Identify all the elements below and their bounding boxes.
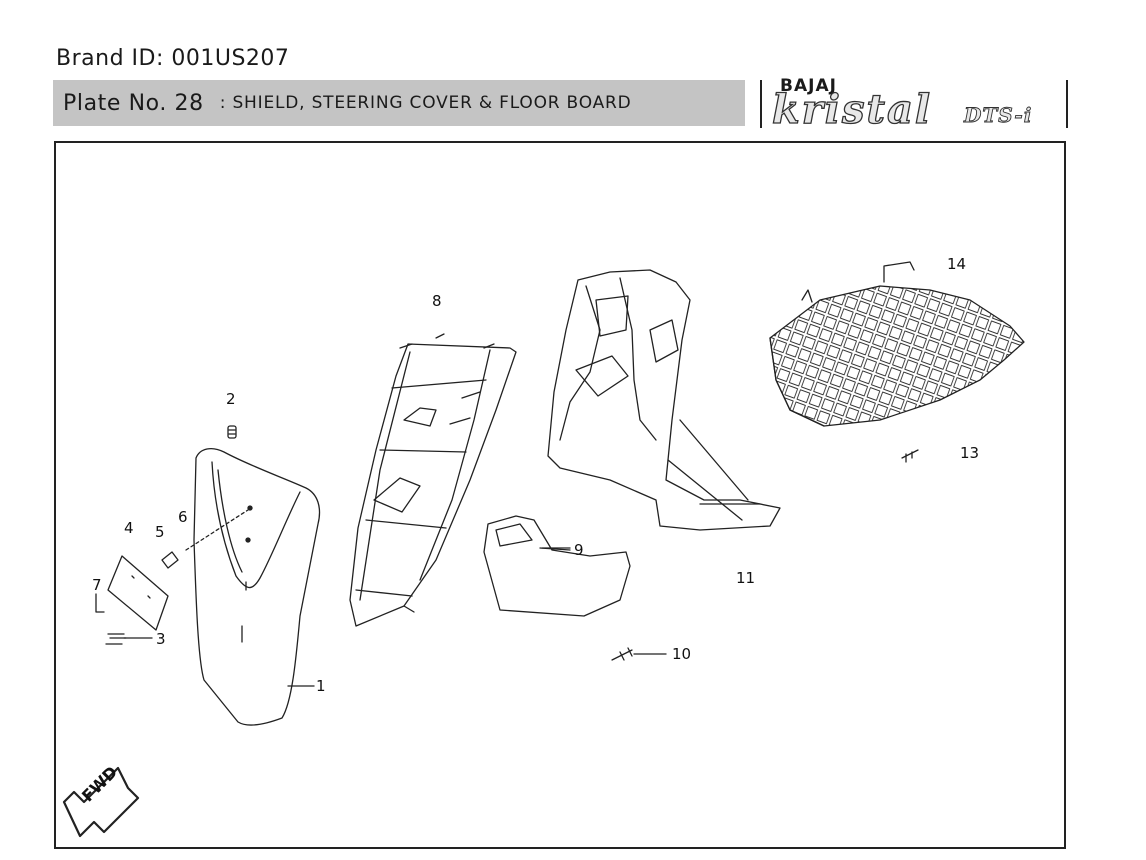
callout-2: 2	[226, 390, 236, 408]
logo-maker: BAJAJ	[780, 76, 837, 96]
logo-variant: DTS-i	[964, 103, 1033, 128]
forward-arrow-icon	[62, 766, 140, 838]
clip-part-5	[161, 551, 179, 569]
front-shield-part-1	[193, 447, 321, 726]
title-bar: Plate No. 28 : SHIELD, STEERING COVER & …	[53, 80, 745, 126]
callout-5: 5	[155, 523, 165, 541]
screw-part-3	[105, 633, 153, 645]
brand-logo: BAJAJ kristal DTS-i	[760, 76, 1068, 133]
floor-frame-part-11	[547, 269, 781, 531]
plate-title: : SHIELD, STEERING COVER & FLOOR BOARD	[219, 93, 632, 113]
bolt-part-13	[901, 449, 919, 463]
callout-6: 6	[178, 508, 188, 526]
diagram-frame	[54, 141, 1066, 849]
bolt-part-2	[227, 425, 237, 439]
callout-7: 7	[92, 576, 102, 594]
steering-cover-frame	[349, 333, 517, 627]
callout-13: 13	[960, 444, 980, 462]
callout-11: 11	[736, 569, 756, 587]
callout-8: 8	[432, 292, 442, 310]
callout-14: 14	[947, 255, 967, 273]
floor-board-part-14	[769, 261, 1025, 427]
callout-9: 9	[574, 541, 584, 559]
callout-4: 4	[124, 519, 134, 537]
number-plate-part-4	[107, 555, 169, 631]
brand-id: Brand ID: 001US207	[56, 46, 290, 71]
callout-1: 1	[316, 677, 326, 695]
bracket-part-7	[95, 593, 105, 613]
plate-number: Plate No. 28	[63, 90, 204, 116]
assembly-line-6	[185, 509, 249, 551]
lower-cover-part-9	[483, 515, 631, 617]
logo-model: kristal	[771, 86, 933, 133]
screw-part-10	[611, 647, 667, 661]
logo-divider-right	[1066, 80, 1068, 128]
logo-divider-left	[760, 80, 762, 128]
callout-10: 10	[672, 645, 692, 663]
callout-3: 3	[156, 630, 166, 648]
